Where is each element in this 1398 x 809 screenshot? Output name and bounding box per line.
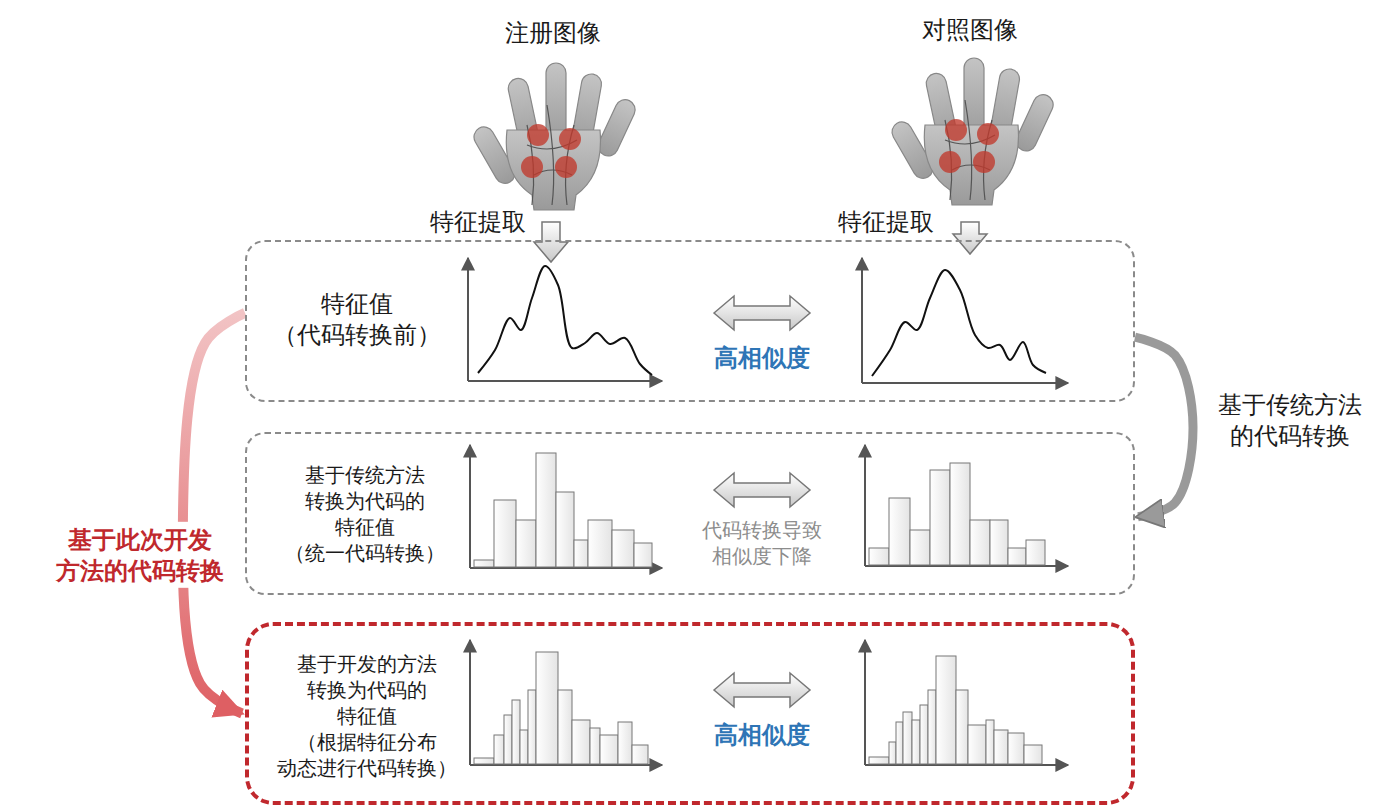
extract-arrow: [953, 222, 987, 254]
code-band: 基于传统方法 转换为代码的 特征值 （统一代码转换） 代码转换导致 相似度下降: [245, 432, 1135, 595]
feature-point: [945, 119, 967, 141]
transform-arrow: [1135, 337, 1193, 517]
histogram-bar: [600, 735, 618, 764]
finger: [1013, 91, 1056, 154]
vein: [547, 105, 554, 205]
histogram-bar: [869, 548, 889, 565]
node-heading: 特征值 （代码转换前）: [273, 288, 441, 350]
histogram-bar: [520, 730, 528, 764]
palm: [506, 130, 600, 210]
histogram-bar: [910, 530, 930, 565]
transform-arrow: [183, 313, 245, 714]
histogram-bar: [956, 690, 968, 764]
palm: [924, 125, 1018, 205]
edge-label: 基于传统方法 的代码转换: [1215, 387, 1365, 453]
image-title: 对照图像: [919, 12, 1021, 47]
code-band: 基于开发的方法 转换为代码的 特征值 （根据特征分布 动态进行代码转换） 高相似度: [245, 622, 1135, 805]
histogram-bar: [994, 730, 1008, 764]
feature-point: [555, 156, 577, 178]
histogram-bar: [494, 735, 504, 764]
feature-curve: [872, 270, 1046, 376]
histogram-bar: [558, 690, 572, 764]
chart-axes: [862, 258, 1068, 383]
feature-point: [939, 151, 961, 173]
histogram-bar: [516, 520, 536, 567]
step-label: 特征提取: [835, 204, 937, 239]
code-band: 特征值 （代码转换前） 高相似度: [245, 240, 1135, 402]
histogram-bar: [930, 470, 950, 565]
hand-illustration: [470, 63, 638, 210]
histogram-bar: [903, 712, 912, 764]
histogram-bar: [950, 463, 970, 565]
histogram-bar: [572, 720, 590, 764]
feature-point: [527, 124, 549, 146]
image-title: 注册图像: [502, 15, 604, 50]
chart-axes: [470, 640, 662, 765]
compare-arrow: [714, 673, 810, 707]
similarity-note: 代码转换导致 相似度下降: [702, 517, 822, 569]
extract-arrow: [534, 222, 568, 262]
histogram-bar: [556, 492, 574, 567]
chart-axes: [468, 258, 662, 381]
histogram-bar: [590, 728, 600, 764]
chart-axes: [470, 445, 662, 568]
feature-point: [977, 123, 999, 145]
histogram-bar: [494, 500, 516, 567]
histogram-bar: [1024, 745, 1042, 764]
histogram-bar: [928, 690, 936, 764]
feature-point: [973, 151, 995, 173]
histogram-bar: [504, 715, 512, 764]
compare-arrow: [714, 296, 810, 330]
chart-axes: [865, 640, 1068, 765]
feature-point: [559, 128, 581, 150]
histogram-bar: [632, 745, 648, 764]
finger: [595, 96, 638, 159]
histogram-bar: [920, 705, 928, 764]
histogram-bar: [968, 725, 986, 764]
similarity-note: 高相似度: [714, 342, 810, 373]
histogram-bar: [474, 560, 494, 567]
histogram-bar: [1026, 540, 1045, 565]
histogram-bar: [889, 742, 896, 764]
histogram-bar: [1008, 733, 1024, 764]
vein: [965, 100, 972, 200]
histogram-bar: [474, 758, 494, 764]
feature-curve: [478, 266, 652, 375]
histogram-bar: [896, 722, 903, 764]
chart-axes: [865, 445, 1068, 566]
node-heading: 基于开发的方法 转换为代码的 特征值 （根据特征分布 动态进行代码转换）: [277, 651, 457, 781]
histogram-bar: [986, 720, 994, 764]
histogram-bar: [912, 720, 920, 764]
histogram-bar: [612, 530, 634, 567]
histogram-bar: [889, 498, 910, 565]
histogram-bar: [528, 690, 536, 764]
similarity-note: 高相似度: [714, 719, 810, 750]
histogram-bar: [588, 520, 612, 567]
hand-illustration: [888, 58, 1056, 205]
histogram-bar: [1008, 548, 1026, 565]
node-heading: 基于传统方法 转换为代码的 特征值 （统一代码转换）: [285, 462, 445, 566]
feature-point: [521, 156, 543, 178]
histogram-bar: [512, 700, 520, 764]
step-label: 特征提取: [427, 204, 529, 239]
compare-arrow: [714, 473, 810, 507]
histogram-bar: [536, 453, 556, 567]
histogram-bar: [936, 656, 956, 764]
histogram-bar: [990, 520, 1008, 565]
histogram-bar: [869, 757, 889, 764]
edge-label: 基于此次开发 方法的代码转换: [53, 522, 227, 588]
histogram-bar: [970, 520, 990, 565]
histogram-bar: [574, 540, 588, 567]
histogram-bar: [634, 543, 652, 567]
histogram-bar: [618, 722, 632, 764]
histogram-bar: [536, 652, 558, 764]
